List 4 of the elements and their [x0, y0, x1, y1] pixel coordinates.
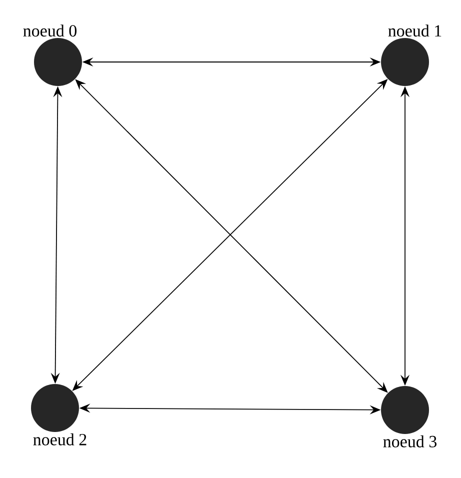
node-label: noeud 1 — [388, 24, 442, 37]
node-label: noeud 0 — [23, 24, 77, 37]
node-label: noeud 2 — [33, 433, 86, 446]
node-label: noeud 3 — [383, 435, 436, 448]
